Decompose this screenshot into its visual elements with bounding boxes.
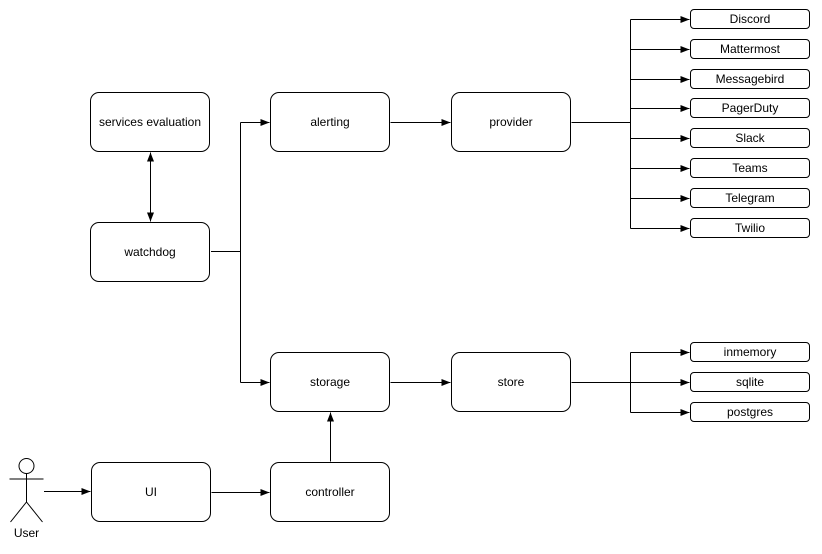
node-label: watchdog [124, 244, 176, 259]
node-discord: Discord [690, 9, 810, 29]
node-label: Teams [732, 160, 768, 175]
node-watchdog: watchdog [90, 222, 210, 282]
actor-head [18, 458, 35, 474]
node-label: provider [489, 114, 533, 129]
node-storage: storage [270, 352, 390, 412]
actor-leg-left [10, 501, 27, 523]
node-label: PagerDuty [721, 100, 779, 115]
node-label: Telegram [725, 190, 775, 205]
node-slack: Slack [690, 128, 810, 148]
node-label: Slack [735, 130, 765, 145]
node-provider: provider [451, 92, 571, 152]
node-label: alerting [310, 114, 350, 129]
node-label: services evaluation [98, 114, 202, 129]
node-postgres: postgres [690, 402, 810, 422]
node-label: storage [309, 374, 351, 389]
user-actor-icon [9, 458, 44, 523]
node-teams: Teams [690, 158, 810, 178]
node-label: UI [145, 484, 157, 499]
node-label: Messagebird [715, 71, 785, 86]
user-actor-label: User [13, 526, 40, 540]
node-label: inmemory [723, 344, 777, 359]
node-label: Twilio [734, 220, 765, 235]
node-services-evaluation: services evaluation [90, 92, 210, 152]
node-controller: controller [270, 462, 390, 522]
node-telegram: Telegram [690, 188, 810, 208]
node-twilio: Twilio [690, 218, 810, 238]
node-inmemory: inmemory [690, 342, 810, 362]
node-mattermost: Mattermost [690, 39, 810, 59]
node-label: sqlite [735, 374, 764, 389]
node-ui: UI [91, 462, 211, 522]
node-alerting: alerting [270, 92, 390, 152]
node-store: store [451, 352, 571, 412]
node-pagerduty: PagerDuty [690, 98, 810, 118]
node-label: store [497, 374, 525, 389]
node-sqlite: sqlite [690, 372, 810, 392]
node-messagebird: Messagebird [690, 69, 810, 89]
node-label: Mattermost [719, 41, 780, 56]
node-label: Discord [729, 11, 771, 26]
actor-leg-right [26, 501, 43, 523]
node-label: postgres [726, 404, 774, 419]
node-label: controller [305, 484, 355, 499]
